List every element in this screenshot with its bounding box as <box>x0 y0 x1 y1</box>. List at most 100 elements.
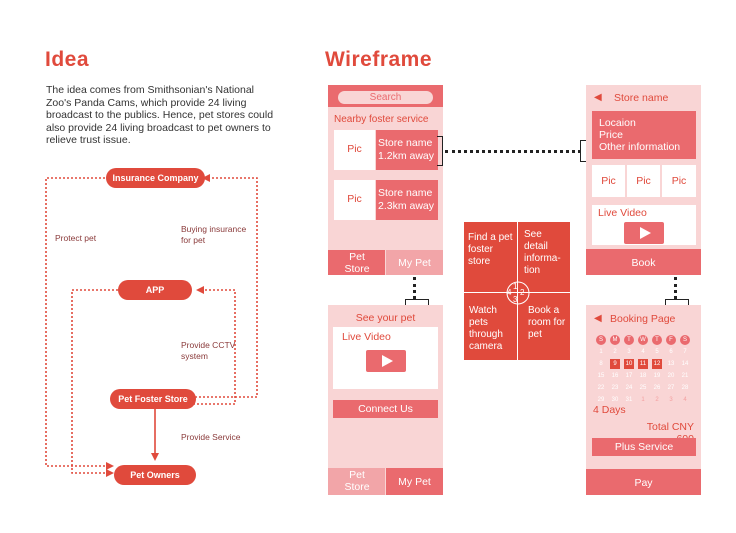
cal-day[interactable]: 3 <box>627 349 631 355</box>
label-provide-cctv: Provide CCTV system <box>181 340 236 361</box>
store-play-icon[interactable] <box>624 222 664 244</box>
store-pic-3-label: Pic <box>671 175 687 187</box>
cal-day[interactable]: 2 <box>613 349 617 355</box>
calendar[interactable]: S M T W T F S 1 2 3 4 5 6 7 8 9 10 11 12… <box>586 335 701 405</box>
cal-day[interactable]: 30 <box>611 397 619 403</box>
cal-day[interactable]: 7 <box>683 349 687 355</box>
cal-day[interactable]: 22 <box>597 385 605 391</box>
node-app: APP <box>118 280 192 300</box>
tab-my-pet-2-label: My Pet <box>398 476 431 488</box>
flow-lines <box>45 174 258 477</box>
store-pic-3[interactable] <box>662 165 696 197</box>
cal-day[interactable]: 28 <box>681 385 689 391</box>
cal-day[interactable]: 17 <box>625 373 633 379</box>
cal-day-selected[interactable]: 10 <box>624 359 634 369</box>
store-live-video-label: Live Video <box>598 207 647 219</box>
cal-day-selected[interactable]: 11 <box>638 359 648 369</box>
plus-service-button[interactable] <box>592 438 696 456</box>
store-card-2-pic[interactable] <box>334 180 375 220</box>
store-card-1-pic[interactable] <box>334 130 375 170</box>
wireframe-title: Wireframe <box>325 48 433 71</box>
cal-day[interactable]: 4 <box>683 397 687 403</box>
cal-weekday: T <box>652 335 662 345</box>
store-pic-2[interactable] <box>627 165 660 197</box>
cal-weekday: W <box>638 335 648 345</box>
cal-day[interactable]: 13 <box>667 361 675 367</box>
cal-day[interactable]: 4 <box>641 349 645 355</box>
idea-title: Idea <box>45 48 90 71</box>
cal-weekday: F <box>666 335 676 345</box>
cal-day[interactable]: 3 <box>669 397 673 403</box>
cal-day[interactable]: 15 <box>597 373 605 379</box>
back-arrow-icon[interactable]: ◀ <box>594 92 602 103</box>
play-icon[interactable] <box>366 350 406 372</box>
book-button[interactable] <box>586 249 701 275</box>
home-screen: Search Nearby foster service Pic Store n… <box>328 85 443 275</box>
cal-day[interactable]: 20 <box>667 373 675 379</box>
label-provide-service: Provide Service <box>181 432 241 442</box>
booking-title: Booking Page <box>610 313 676 325</box>
live-video-label: Live Video <box>342 331 391 343</box>
step-num-4: 4 <box>507 288 512 297</box>
booking-screen: ◀ Booking Page S M T W T F S 1 2 3 4 5 6… <box>586 305 701 495</box>
store-pic-1-label: Pic <box>601 175 616 187</box>
node-insurance-company: Insurance Company <box>106 168 205 188</box>
store-card-2[interactable] <box>376 180 438 220</box>
connector-store-to-booking <box>674 277 677 299</box>
see-pet-screen: See your pet Live Video Connect Us Pet S… <box>328 305 443 495</box>
tab-pet-store-label: Pet Store <box>344 251 370 275</box>
pay-label: Pay <box>634 477 653 489</box>
label-buying-insurance: Buying insurance for pet <box>181 224 247 245</box>
cal-day[interactable]: 8 <box>599 361 603 367</box>
search-input[interactable] <box>338 91 433 104</box>
tab-pet-store-2[interactable] <box>328 468 385 495</box>
cal-day[interactable]: 6 <box>669 349 673 355</box>
cal-day[interactable]: 2 <box>655 397 659 403</box>
cal-day[interactable]: 24 <box>625 385 633 391</box>
connector-home-to-store <box>445 150 581 153</box>
label-protect-pet: Protect pet <box>55 233 97 243</box>
step-2-label: See detail informa-tion <box>524 229 568 277</box>
cal-day[interactable]: 21 <box>681 373 689 379</box>
cal-day[interactable]: 16 <box>611 373 619 379</box>
tab-pet-store-2-label: Pet Store <box>344 469 370 493</box>
cal-day[interactable]: 26 <box>653 385 661 391</box>
store-detail-title: Store name <box>614 92 669 104</box>
cal-day[interactable]: 31 <box>625 397 633 403</box>
store-card-2-pic-label: Pic <box>347 193 362 205</box>
pay-button[interactable] <box>586 469 701 495</box>
store-card-1[interactable] <box>376 130 438 170</box>
cal-weekday: S <box>680 335 690 345</box>
tab-my-pet-2[interactable] <box>386 468 443 495</box>
connect-us-button[interactable] <box>333 400 438 418</box>
store-info-panel <box>592 111 696 159</box>
cal-day[interactable]: 14 <box>681 361 689 367</box>
book-label: Book <box>631 257 656 269</box>
store-card-1-name: Store name <box>378 137 433 149</box>
step-num-3: 3 <box>513 295 518 304</box>
info-other: Other information <box>599 141 681 153</box>
tab-my-pet[interactable] <box>386 250 443 275</box>
info-location: Locaion <box>599 117 636 129</box>
see-pet-title: See your pet <box>355 312 416 324</box>
cal-day[interactable]: 18 <box>639 373 647 379</box>
cal-day[interactable]: 5 <box>655 349 659 355</box>
tab-pet-store[interactable] <box>328 250 385 275</box>
step-4-label: Book a room for pet <box>528 305 568 341</box>
node-pet-foster-store: Pet Foster Store <box>110 389 196 409</box>
cal-day[interactable]: 19 <box>653 373 661 379</box>
cal-day-selected[interactable]: 9 <box>610 359 620 369</box>
step-3-label: Watch pets through camera <box>469 305 515 353</box>
cal-weekday: S <box>596 335 606 345</box>
cal-day[interactable]: 1 <box>599 349 603 355</box>
cal-day[interactable]: 23 <box>611 385 619 391</box>
cal-day[interactable]: 1 <box>641 397 645 403</box>
store-pic-1[interactable] <box>592 165 625 197</box>
store-card-2-name: Store name <box>378 187 433 199</box>
cal-day-selected[interactable]: 12 <box>652 359 662 369</box>
cal-day[interactable]: 29 <box>597 397 605 403</box>
cal-day[interactable]: 25 <box>639 385 647 391</box>
store-card-1-distance: 1.2km away <box>378 150 435 162</box>
cal-day[interactable]: 27 <box>667 385 675 391</box>
booking-back-arrow-icon[interactable]: ◀ <box>594 313 602 324</box>
